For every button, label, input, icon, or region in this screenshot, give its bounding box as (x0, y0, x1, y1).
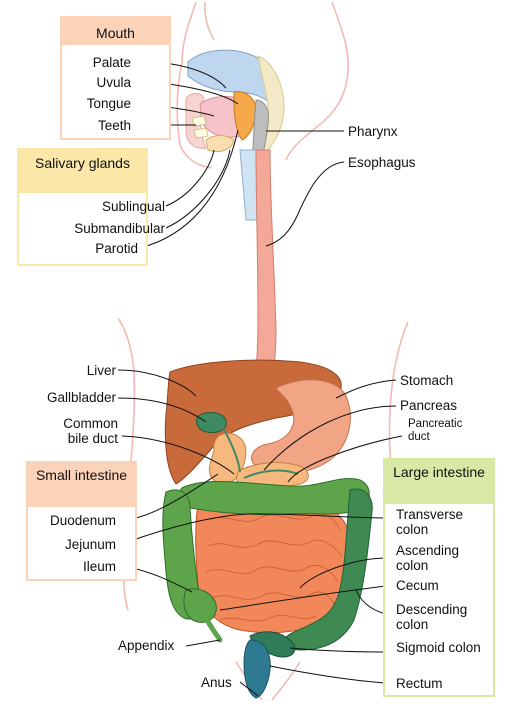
duct-lines (221, 425, 299, 479)
label-jejunum: Jejunum (64, 537, 116, 552)
label-sigmoid-colon: Sigmoid colon (396, 640, 481, 655)
label-sublingual: Sublingual (101, 199, 165, 214)
label-gallbladder: Gallbladder (46, 390, 116, 405)
salivary-sub (205, 135, 235, 153)
salivary-header: Salivary glands (19, 150, 146, 193)
label-anus: Anus (201, 675, 232, 690)
teeth-upper (191, 115, 207, 127)
label-appendix: Appendix (118, 638, 175, 653)
label-palate: Palate (92, 55, 131, 70)
cecum (183, 588, 217, 623)
head-organs (185, 49, 285, 221)
label-common-bile-duct: Common bile duct (63, 416, 118, 446)
label-parotid: Parotid (95, 241, 138, 256)
small-intestine-group: Small intestine (26, 461, 137, 581)
label-submandibular: Submandibular (74, 221, 165, 236)
rectum (243, 639, 271, 699)
label-teeth: Teeth (97, 118, 131, 133)
label-cecum: Cecum (396, 578, 439, 593)
label-liver: Liver (86, 363, 116, 378)
gallbladder (195, 412, 227, 433)
mouth-group: Mouth (60, 16, 171, 140)
salivary-parotid (233, 91, 257, 141)
label-pancreatic-duct: Pancreatic duct (408, 418, 463, 443)
pharynx (251, 99, 269, 159)
teeth-lower (193, 127, 209, 139)
mouth-header: Mouth (62, 18, 169, 45)
label-transverse-colon: Transverse colon (396, 507, 464, 537)
label-rectum: Rectum (396, 676, 443, 691)
label-tongue: Tongue (86, 96, 131, 111)
label-pharynx: Pharynx (348, 124, 398, 139)
salivary-group: Salivary glands (17, 148, 148, 266)
label-uvula: Uvula (96, 75, 131, 90)
appendix (203, 615, 223, 643)
label-stomach: Stomach (400, 373, 454, 388)
large-intestine-header: Large intestine (385, 460, 493, 504)
descending-colon (284, 488, 373, 651)
label-duodenum: Duodenum (49, 513, 116, 528)
label-esophagus: Esophagus (348, 155, 416, 170)
label-ileum: Ileum (82, 559, 116, 574)
small-intestine-header: Small intestine (28, 463, 135, 507)
label-ascending-colon: Ascending colon (396, 543, 460, 573)
label-pancreas: Pancreas (400, 398, 458, 413)
large-intestine-group: Large intestine (383, 458, 495, 697)
label-descending-colon: Descending colon (396, 602, 468, 632)
